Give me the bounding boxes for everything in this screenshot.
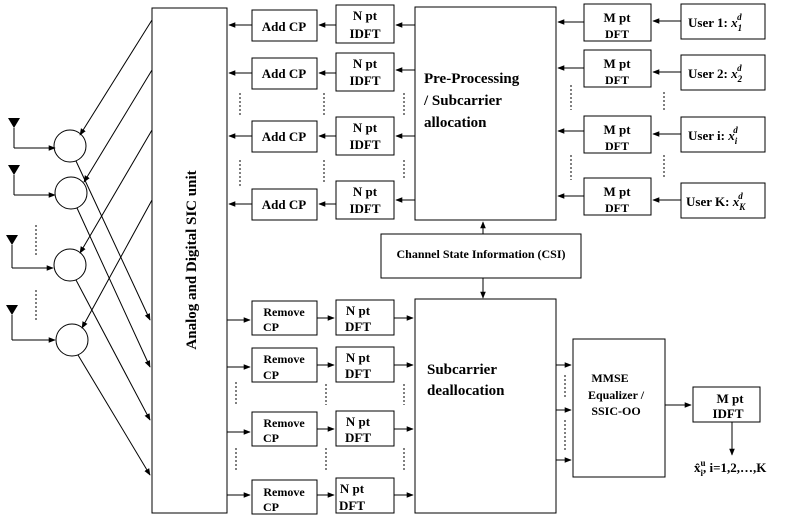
svg-text:M pt: M pt <box>603 10 631 25</box>
idft-block-2: N pt IDFT <box>335 52 395 92</box>
svg-text:Subcarrier: Subcarrier <box>427 362 497 378</box>
svg-text:N pt: N pt <box>346 414 371 429</box>
add-cp-1: Add CP <box>251 9 318 42</box>
svg-text:Channel State Information (CSI: Channel State Information (CSI) <box>396 247 565 261</box>
svg-text:/ Subcarrier: / Subcarrier <box>423 93 502 109</box>
add-cp-3: Add CP <box>251 120 318 153</box>
add-cp-label: Add CP <box>262 19 306 34</box>
circulator-4-icon <box>55 323 89 357</box>
svg-text:DFT: DFT <box>605 201 629 215</box>
user-block-k: User K: xKd <box>680 182 766 219</box>
sic-unit-label: Analog and Digital SIC unit <box>184 170 200 349</box>
svg-text:IDFT: IDFT <box>712 406 743 421</box>
svg-text:N pt: N pt <box>353 120 378 135</box>
tx-mdft-block-2: M pt DFT <box>583 49 652 88</box>
ellipsis-dashes <box>35 85 665 472</box>
svg-text:SSIC-OO: SSIC-OO <box>591 404 640 418</box>
svg-text:DFT: DFT <box>605 139 629 153</box>
svg-text:N pt: N pt <box>353 8 378 23</box>
svg-text:CP: CP <box>263 431 279 445</box>
svg-text:DFT: DFT <box>339 498 365 513</box>
svg-text:M pt: M pt <box>603 184 631 199</box>
svg-text:Remove: Remove <box>263 305 305 319</box>
tx-mdft-block-3: M pt DFT <box>583 115 652 154</box>
user-block-2: User 2: x2d <box>680 54 766 91</box>
svg-text:DFT: DFT <box>605 27 629 41</box>
antenna-1-icon <box>8 118 56 151</box>
antenna-3-icon <box>6 235 54 271</box>
svg-text:N pt: N pt <box>353 56 378 71</box>
svg-text:N pt: N pt <box>346 350 371 365</box>
svg-text:CP: CP <box>263 368 279 382</box>
subcarrier-deallocation-block: Subcarrier deallocation <box>414 298 557 514</box>
svg-text:deallocation: deallocation <box>427 383 505 399</box>
rx-arrows <box>227 315 572 498</box>
add-cp-2: Add CP <box>251 57 318 90</box>
svg-text:CP: CP <box>263 500 279 514</box>
idft-block-1: N pt IDFT <box>335 4 395 44</box>
preprocessing-block: Pre-Processing / Subcarrier allocation <box>414 6 557 221</box>
antenna-2-icon <box>8 165 56 198</box>
svg-text:MMSE: MMSE <box>591 371 628 385</box>
svg-text:User 1: x1d: User 1: x1d <box>688 12 742 33</box>
svg-text:DFT: DFT <box>345 366 371 381</box>
rx-midft-block: M pt IDFT <box>692 386 761 423</box>
add-cp-label: Add CP <box>262 197 306 212</box>
remove-cp-2: Remove CP <box>251 347 318 383</box>
remove-cp-4: Remove CP <box>251 479 318 515</box>
circulator-2-icon <box>54 176 88 210</box>
svg-text:IDFT: IDFT <box>349 201 380 216</box>
svg-text:N pt: N pt <box>340 481 365 496</box>
user-block-i: User i: xid <box>680 116 766 153</box>
add-cp-label: Add CP <box>262 66 306 81</box>
sic-unit-block <box>151 7 228 514</box>
rx-ndft-block-1: N pt DFT <box>335 299 395 336</box>
svg-text:CP: CP <box>263 320 279 334</box>
svg-text:User K: xKd: User K: xKd <box>686 191 746 212</box>
svg-text:User i: xid: User i: xid <box>688 125 738 146</box>
svg-text:N pt: N pt <box>353 184 378 199</box>
tx-mdft-block-4: M pt DFT <box>583 177 652 216</box>
svg-text:M pt: M pt <box>603 122 631 137</box>
circulator-icons <box>53 129 89 357</box>
svg-text:Remove: Remove <box>263 416 305 430</box>
rx-ndft-block-3: N pt DFT <box>335 410 395 447</box>
remove-cp-1: Remove CP <box>251 300 318 336</box>
svg-text:Pre-Processing: Pre-Processing <box>424 71 520 87</box>
idft-block-3: N pt IDFT <box>335 116 395 156</box>
remove-cp-3: Remove CP <box>251 411 318 447</box>
svg-text:IDFT: IDFT <box>349 73 380 88</box>
rx-ndft-block-4: N pt DFT <box>335 477 395 514</box>
svg-text:Equalizer /: Equalizer / <box>588 388 645 402</box>
rx-ndft-block-2: N pt DFT <box>335 346 395 383</box>
add-cp-label: Add CP <box>262 129 306 144</box>
svg-text:N pt: N pt <box>346 303 371 318</box>
idft-block-4: N pt IDFT <box>335 180 395 220</box>
tx-mdft-block-1: M pt DFT <box>583 3 652 42</box>
user-block-1: User 1: x1d <box>680 3 766 40</box>
svg-text:DFT: DFT <box>345 319 371 334</box>
svg-text:DFT: DFT <box>345 430 371 445</box>
circulator-3-icon <box>53 248 87 282</box>
svg-text:Remove: Remove <box>263 485 305 499</box>
tx-arrows <box>228 18 681 207</box>
svg-text:DFT: DFT <box>605 73 629 87</box>
svg-text:IDFT: IDFT <box>349 26 380 41</box>
antenna-4-icon <box>6 305 56 343</box>
csi-block: Channel State Information (CSI) <box>380 233 582 279</box>
svg-text:allocation: allocation <box>424 115 487 131</box>
add-cp-4: Add CP <box>251 188 318 221</box>
svg-text:IDFT: IDFT <box>349 137 380 152</box>
mmse-equalizer-block: MMSE Equalizer / SSIC-OO <box>572 338 666 478</box>
svg-text:M pt: M pt <box>716 391 744 406</box>
svg-text:User 2: x2d: User 2: x2d <box>688 63 743 84</box>
svg-text:M pt: M pt <box>603 56 631 71</box>
circulator-1-icon <box>53 129 87 163</box>
svg-text:Remove: Remove <box>263 352 305 366</box>
circulator-links <box>75 19 153 476</box>
